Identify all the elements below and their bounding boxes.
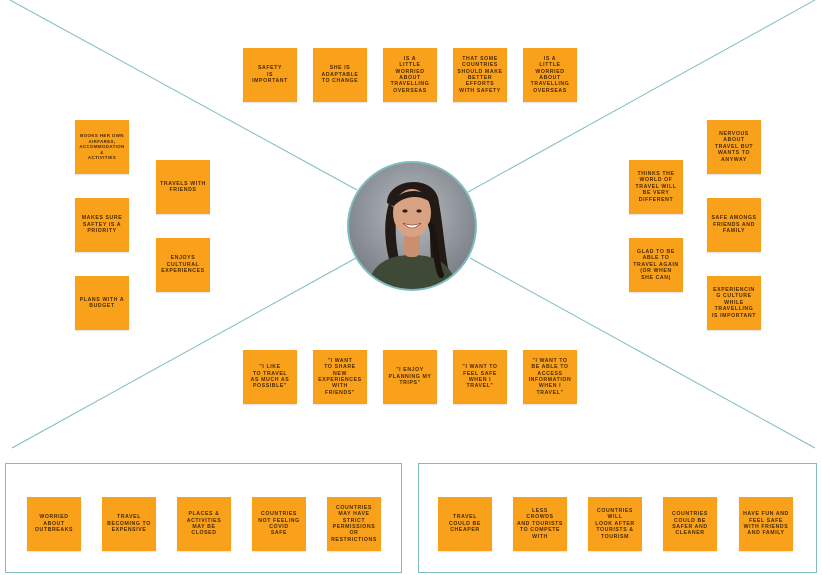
does-note: PLANS WITH A BUDGET bbox=[75, 276, 129, 330]
says-note: IS A LITTLE WORRIED ABOUT TRAVELLING OVE… bbox=[523, 48, 577, 102]
diagonal-line-top-left bbox=[9, 0, 358, 191]
quote-note: "I WANT TO FEEL SAFE WHEN I TRAVEL" bbox=[453, 350, 507, 404]
says-note: SAFETY IS IMPORTANT bbox=[243, 48, 297, 102]
does-note: ENJOYS CULTURAL EXPERIENCES bbox=[156, 238, 210, 292]
feels-note: SAFE AMONGS FRIENDS AND FAMILY bbox=[707, 198, 761, 252]
says-note: IS A LITTLE WORRIED ABOUT TRAVELLING OVE… bbox=[383, 48, 437, 102]
diagonal-line-top-right bbox=[467, 0, 816, 193]
pain-note: COUNTRIES NOT FEELING COVID SAFE bbox=[252, 497, 306, 551]
gain-note: COUNTRIES WILL LOOK AFTER TOURISTS & TOU… bbox=[588, 497, 642, 551]
does-note: TRAVELS WITH FRIENDS bbox=[156, 160, 210, 214]
does-note: MAKES SURE SAFTEY IS A PRIORITY bbox=[75, 198, 129, 252]
gain-note: HAVE FUN AND FEEL SAFE WITH FRIENDS AND … bbox=[739, 497, 793, 551]
persona-portrait-image bbox=[349, 163, 475, 289]
says-note: THAT SOME COUNTRIES SHOULD MAKE BETTER E… bbox=[453, 48, 507, 102]
diagonal-line-bottom-left bbox=[11, 257, 357, 449]
quote-note: "I ENJOY PLANNING MY TRIPS" bbox=[383, 350, 437, 404]
feels-note: EXPERIENCIN G CULTURE WHILE TRAVELLING I… bbox=[707, 276, 761, 330]
quote-note: "I LIKE TO TRAVEL AS MUCH AS POSSIBLE" bbox=[243, 350, 297, 404]
feels-note: THINKS THE WORLD OF TRAVEL WILL BE VERY … bbox=[629, 160, 683, 214]
diagonal-line-bottom-right bbox=[469, 257, 816, 449]
quote-note: "I WANT TO BE ABLE TO ACCESS INFORMATION… bbox=[523, 350, 577, 404]
feels-note: GLAD TO BE ABLE TO TRAVEL AGAIN (OR WHEN… bbox=[629, 238, 683, 292]
pain-note: COUNTRIES MAY HAVE STRICT PERMISSIONS OR… bbox=[327, 497, 381, 551]
pain-note: TRAVEL BECOMING TO EXPENSIVE bbox=[102, 497, 156, 551]
pain-note: WORRIED ABOUT OUTBREAKS bbox=[27, 497, 81, 551]
quote-note: "I WANT TO SHARE NEW EXPERIENCES WITH FR… bbox=[313, 350, 367, 404]
says-note: SHE IS ADAPTABLE TO CHANGE bbox=[313, 48, 367, 102]
does-note: BOOKS HER OWN AIRFARES, ACCOMMODATION & … bbox=[75, 120, 129, 174]
pain-note: PLACES & ACTIVITIES MAY BE CLOSED bbox=[177, 497, 231, 551]
persona-avatar bbox=[347, 161, 477, 291]
feels-note: NERVOUS ABOUT TRAVEL BUT WANTS TO ANYWAY bbox=[707, 120, 761, 174]
gain-note: COUNTRIES COULD BE SAFER AND CLEANER bbox=[663, 497, 717, 551]
gain-note: TRAVEL COULD BE CHEAPER bbox=[438, 497, 492, 551]
gain-note: LESS CROWDS AND TOURISTS TO COMPETE WITH bbox=[513, 497, 567, 551]
